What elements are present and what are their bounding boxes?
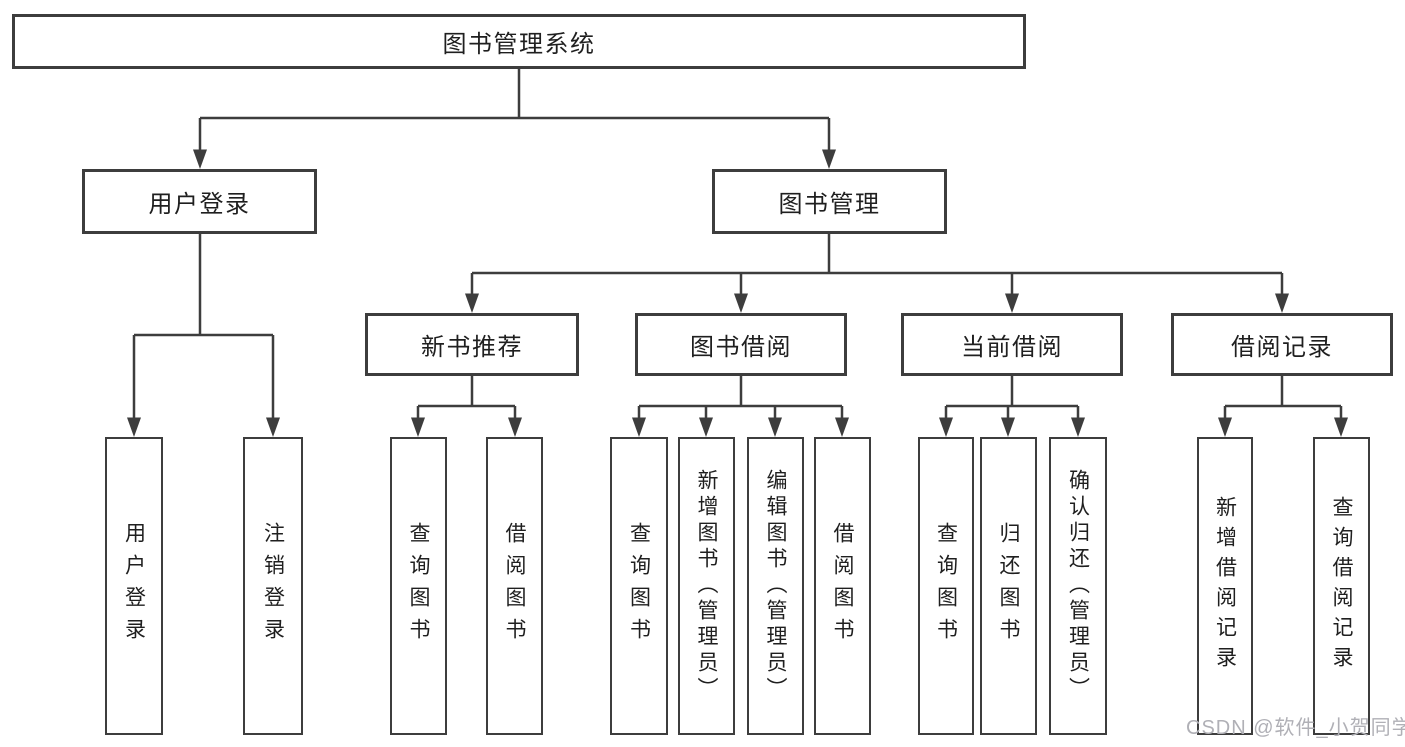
arrowhead bbox=[835, 417, 849, 437]
arrowhead bbox=[939, 417, 953, 437]
leaf-borrow-books: 借阅图书 bbox=[814, 437, 871, 735]
arrowhead bbox=[411, 417, 425, 437]
leaf-label: 新增图书（管理员） bbox=[695, 469, 718, 703]
arrowhead bbox=[1005, 293, 1019, 313]
leaf-label: 借阅图书 bbox=[503, 522, 526, 650]
leaf-borrow-books-recommend: 借阅图书 bbox=[486, 437, 543, 735]
connector-user-login-to-leaves bbox=[127, 234, 280, 437]
connector-new-book-to-leaves bbox=[411, 376, 522, 437]
node-borrow-records: 借阅记录 bbox=[1171, 313, 1393, 376]
arrowhead bbox=[127, 417, 141, 437]
leaf-query-books-recommend: 查询图书 bbox=[390, 437, 447, 735]
node-user-login: 用户登录 bbox=[82, 169, 317, 234]
leaf-user-login: 用户登录 bbox=[105, 437, 163, 735]
node-label: 当前借阅 bbox=[961, 334, 1063, 361]
connector-root-to-level2 bbox=[193, 69, 836, 169]
leaf-logout: 注销登录 bbox=[243, 437, 303, 735]
node-root-system: 图书管理系统 bbox=[12, 14, 1026, 69]
arrowhead bbox=[1218, 417, 1232, 437]
leaf-add-books-admin: 新增图书（管理员） bbox=[678, 437, 735, 735]
arrowhead bbox=[822, 149, 836, 169]
arrowhead bbox=[632, 417, 646, 437]
connector-book-borrow-to-leaves bbox=[632, 376, 849, 437]
leaf-query-books-borrow: 查询图书 bbox=[610, 437, 668, 735]
arrowhead bbox=[734, 293, 748, 313]
leaf-label: 查询图书 bbox=[934, 522, 958, 650]
node-label: 借阅记录 bbox=[1231, 334, 1333, 361]
arrowhead bbox=[508, 417, 522, 437]
csdn-watermark: CSDN @软件_小贺同学 bbox=[1186, 717, 1405, 739]
arrowhead bbox=[465, 293, 479, 313]
node-label: 图书借阅 bbox=[690, 334, 792, 361]
leaf-confirm-return-admin: 确认归还（管理员） bbox=[1049, 437, 1107, 735]
leaf-label: 用户登录 bbox=[122, 522, 146, 650]
leaf-label: 借阅图书 bbox=[831, 522, 854, 650]
arrowhead bbox=[1275, 293, 1289, 313]
leaf-label: 确认归还（管理员） bbox=[1066, 469, 1090, 703]
leaf-query-books-current: 查询图书 bbox=[918, 437, 974, 735]
leaf-query-borrow-record: 查询借阅记录 bbox=[1313, 437, 1370, 735]
node-label: 新书推荐 bbox=[421, 334, 523, 361]
node-book-management: 图书管理 bbox=[712, 169, 947, 234]
node-label: 用户登录 bbox=[148, 191, 251, 218]
leaf-add-borrow-record: 新增借阅记录 bbox=[1197, 437, 1253, 735]
node-new-book-recommend: 新书推荐 bbox=[365, 313, 579, 376]
leaf-label: 归还图书 bbox=[997, 522, 1020, 650]
leaf-edit-books-admin: 编辑图书（管理员） bbox=[747, 437, 804, 735]
connector-borrow-records-to-leaves bbox=[1218, 376, 1348, 437]
arrowhead bbox=[193, 149, 207, 169]
arrowhead bbox=[266, 417, 280, 437]
connector-current-borrow-to-leaves bbox=[939, 376, 1085, 437]
arrowhead bbox=[1001, 417, 1015, 437]
leaf-label: 查询图书 bbox=[627, 522, 651, 650]
arrowhead bbox=[1334, 417, 1348, 437]
arrowhead bbox=[699, 417, 713, 437]
leaf-return-books: 归还图书 bbox=[980, 437, 1037, 735]
node-label: 图书管理 bbox=[778, 191, 881, 218]
leaf-label: 查询借阅记录 bbox=[1330, 496, 1353, 676]
node-book-borrow: 图书借阅 bbox=[635, 313, 847, 376]
node-label: 图书管理系统 bbox=[442, 31, 596, 58]
leaf-label: 编辑图书（管理员） bbox=[764, 469, 787, 703]
arrowhead bbox=[768, 417, 782, 437]
leaf-label: 新增借阅记录 bbox=[1213, 496, 1237, 676]
node-current-borrow: 当前借阅 bbox=[901, 313, 1123, 376]
connector-book-management-to-level3 bbox=[465, 234, 1289, 313]
arrowhead bbox=[1071, 417, 1085, 437]
leaf-label: 查询图书 bbox=[407, 522, 430, 650]
leaf-label: 注销登录 bbox=[261, 522, 285, 650]
